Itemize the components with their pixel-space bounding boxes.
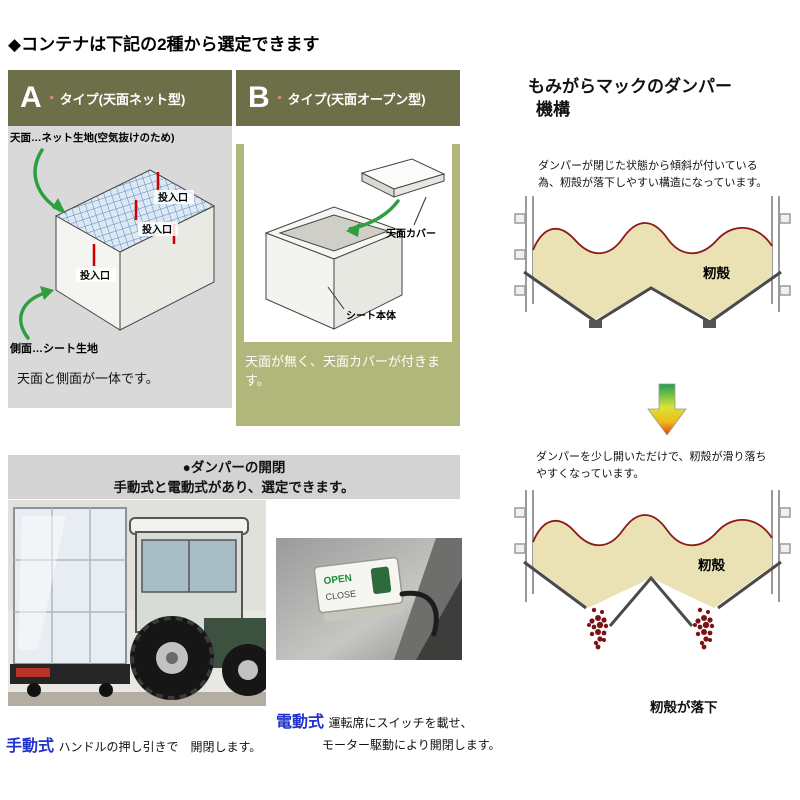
wall-brackets-2: [514, 507, 791, 554]
manual-method-row: 手動式 ハンドルの押し引きで 開閉します。: [6, 732, 261, 756]
green-pointer-arrows: [19, 148, 62, 340]
switch-close-label: CLOSE: [325, 588, 357, 602]
type-a-letter: A: [20, 81, 42, 114]
cover-leader-line: [413, 196, 427, 226]
mech-title-line2: 機構: [536, 99, 570, 119]
sheet-covered-container: [10, 507, 130, 697]
type-a-dot: ・: [44, 90, 59, 106]
husk-top-outline-2: [532, 514, 773, 547]
damper-header-line1: ●ダンパーの開閉: [182, 460, 286, 475]
husk-label-1: 籾殻: [703, 265, 731, 281]
label-side-sheet: 側面…シート生地: [9, 341, 98, 355]
net-container-diagram: 天面…ネット生地(空気抜けのため) 投入口 投入口: [9, 131, 216, 355]
type-b-header-label: タイプ(天面オープン型): [287, 91, 426, 107]
damper-closed-text: ダンパーが閉じた状態から傾斜が付いている 為、籾殻が落下しやすい構造になっていま…: [538, 160, 768, 190]
tractor-container-photo: [8, 500, 266, 706]
mech-title-line1: もみがらマックのダンパー: [528, 77, 732, 96]
type-a-header: A ・ タイプ(天面ネット型): [8, 70, 232, 126]
electric-label: 電動式: [276, 714, 325, 731]
type-b-body: 天面カバー シート本体 天面が無く、天面カバーが付きます。: [236, 144, 460, 426]
electric-switch-photo: OPEN CLOSE: [276, 538, 462, 660]
arrowhead-bottom: [40, 286, 54, 300]
damper-plates-closed: [523, 270, 782, 324]
type-b-dot: ・: [272, 90, 287, 106]
switch-button: [370, 566, 392, 594]
electric-text-line2: モーター駆動により開閉します。: [322, 738, 501, 752]
tractor: [129, 517, 266, 700]
inlet-label-3: 投入口: [80, 269, 110, 282]
damper-mechanism-title: もみがらマックのダンパー 機構: [528, 76, 732, 122]
damper-plates-open: [523, 560, 782, 627]
arrowhead-cover: [346, 223, 360, 237]
damper-open-diagram: 籾殻: [514, 490, 791, 650]
top-cover-slab: [360, 158, 446, 198]
falling-husk-left: [587, 615, 609, 650]
type-a-column: A ・ タイプ(天面ネット型) 天面…ネット生地(空気抜けのため): [8, 70, 232, 408]
electric-text-line1: 運転席にスイッチを載せ、: [328, 716, 473, 730]
inlet-label-1: 投入口: [158, 191, 188, 204]
label-sheet-body: シート本体: [346, 309, 397, 322]
falling-caption: 籾殻が落下: [650, 700, 718, 715]
arrowhead-top: [52, 198, 66, 214]
switch-open-label: OPEN: [323, 573, 352, 587]
type-a-body: 天面…ネット生地(空気抜けのため) 投入口 投入口: [8, 126, 232, 408]
ground: [8, 692, 266, 706]
label-top-cover: 天面カバー: [386, 228, 436, 240]
damper-open-text: ダンパーを少し開いただけで、籾殻が滑り落ち やすくなっています。: [536, 451, 767, 481]
damper-closed-diagram: 籾殻: [514, 196, 791, 328]
switch-cable: [399, 590, 439, 637]
damper-open-close-header: ●ダンパーの開閉 手動式と電動式があり、選定できます。: [8, 455, 460, 499]
open-container-panel: 天面カバー シート本体: [244, 144, 452, 342]
body-leader-line: [327, 286, 345, 310]
open-box: [264, 206, 404, 330]
wall-brackets-1: [514, 213, 791, 296]
switch-box: OPEN CLOSE: [313, 556, 404, 623]
husk-mass-closed: [533, 223, 772, 320]
type-b-column: B ・ タイプ(天面オープン型): [236, 70, 460, 426]
manual-text: ハンドルの押し引きで 開閉します。: [58, 740, 262, 754]
page-title: ◆コンテナは下記の2種から選定できます: [8, 35, 320, 54]
falling-husk-right: [693, 615, 715, 650]
inlet-labels: 投入口 投入口 投入口: [76, 190, 194, 282]
damper-header-line2: 手動式と電動式があり、選定できます。: [113, 480, 355, 496]
husk-label-2: 籾殻: [698, 557, 726, 573]
type-b-header: B ・ タイプ(天面オープン型): [236, 70, 460, 126]
type-a-header-label: タイプ(天面ネット型): [59, 91, 186, 107]
type-a-description: 天面と側面が一体です。: [17, 371, 159, 386]
type-b-description: 天面が無く、天面カバーが付きます。: [245, 354, 441, 388]
electric-method-row: 電動式 運転席にスイッチを載せ、 モーター駆動により開閉します。: [276, 708, 501, 753]
down-arrow-icon: [647, 383, 687, 436]
open-container-diagram: 天面カバー シート本体: [264, 158, 446, 330]
type-b-letter: B: [248, 81, 270, 114]
manual-label: 手動式: [6, 738, 55, 755]
label-top-net: 天面…ネット生地(空気抜けのため): [10, 131, 175, 144]
husk-mass-open: [533, 515, 772, 608]
husk-top-outline-1: [532, 222, 773, 255]
inlet-label-2: 投入口: [142, 223, 172, 236]
